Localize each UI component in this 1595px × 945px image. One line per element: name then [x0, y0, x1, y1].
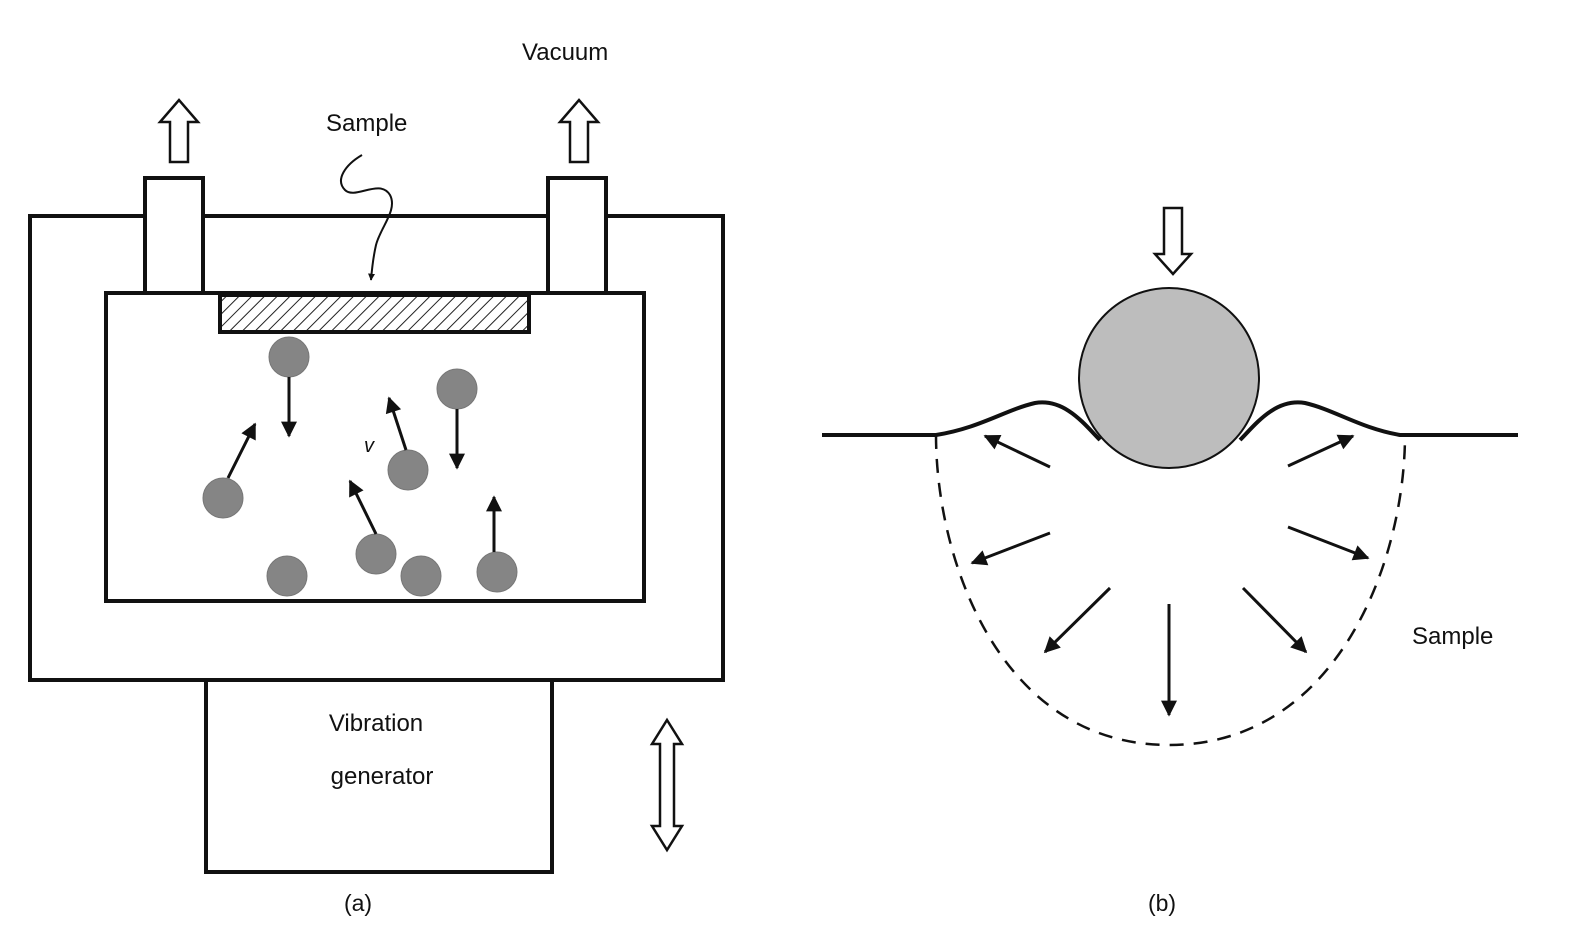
stress-arrow [1241, 586, 1308, 654]
shot-ball [476, 551, 518, 593]
caption-a: (a) [344, 890, 372, 916]
caption-b: (b) [1148, 890, 1176, 916]
shot-ball [268, 336, 310, 378]
stress-arrow [1043, 586, 1112, 654]
sample-leader-line [340, 154, 393, 281]
stress-arrows [970, 434, 1370, 717]
stress-arrow [970, 531, 1051, 566]
shot-ball [436, 368, 478, 410]
panel-b: Sample (b) [822, 206, 1518, 916]
velocity-label: v [364, 435, 375, 457]
vacuum-arrow-left-icon [157, 98, 201, 164]
vibration-generator [204, 678, 554, 874]
vacuum-port-left [143, 176, 205, 295]
impacting-ball [1078, 287, 1260, 469]
shot-ball [202, 477, 244, 519]
sample-label-a: Sample [326, 110, 407, 137]
stress-arrow [1287, 525, 1370, 561]
vacuum-arrow-right-icon [557, 98, 601, 164]
velocity-arrow [385, 396, 408, 451]
panel-a: Vacuum Sample v Vibration genera [28, 39, 725, 916]
shot-ball [400, 555, 442, 597]
impact-arrow-icon [1152, 206, 1194, 276]
ball-velocity-arrows [226, 377, 502, 552]
vacuum-port-right [546, 176, 608, 295]
vibration-generator-label-line1: Vibration [329, 710, 423, 737]
vibration-generator-label-line2: generator [331, 763, 434, 790]
plastic-zone-boundary [934, 434, 1407, 747]
vacuum-label: Vacuum [522, 39, 608, 66]
vibration-direction-arrow-icon [649, 717, 685, 853]
velocity-arrow [226, 422, 257, 479]
shot-ball [266, 555, 308, 597]
sample-label-b: Sample [1412, 623, 1493, 650]
sample-plate [218, 293, 531, 334]
stress-arrow [1287, 434, 1355, 468]
velocity-arrow [348, 479, 378, 535]
sample-surface [822, 400, 1518, 442]
shot-ball [355, 533, 397, 575]
stress-arrow [983, 434, 1051, 469]
shot-ball [387, 449, 429, 491]
shot-balls [202, 336, 518, 597]
